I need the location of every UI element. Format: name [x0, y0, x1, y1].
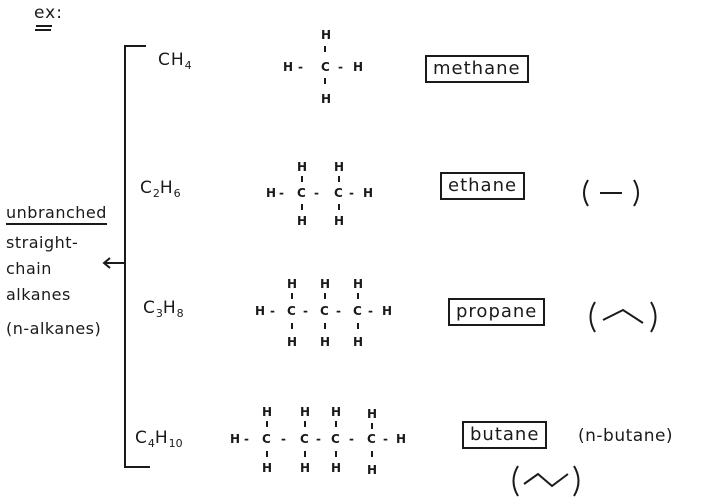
ethane-formula: C2H6 — [140, 178, 181, 200]
propane-structure: H H H H - C - C - C - H H H H — [255, 277, 393, 349]
category-unbranched: unbranched — [6, 203, 107, 225]
butane-name-box: butane — [462, 421, 548, 449]
butane-skeletal-icon — [512, 465, 580, 497]
butane-formula: C4H10 — [135, 428, 183, 450]
group-bracket-top — [124, 45, 146, 47]
propane-skeletal-icon — [589, 301, 657, 333]
methane-name-box: methane — [425, 55, 529, 83]
category-line: straight- — [6, 233, 79, 252]
category-line: chain — [6, 259, 52, 278]
group-bracket — [124, 45, 126, 468]
category-line: (n-alkanes) — [6, 319, 102, 338]
ethane-skeletal-icon — [583, 179, 639, 207]
example-underline — [35, 29, 51, 31]
example-underline — [36, 25, 52, 27]
category-line: alkanes — [6, 285, 71, 304]
example-label: ex: — [34, 3, 63, 23]
ethane-structure: H H H - C - C - H H H — [266, 160, 374, 228]
category-label: unbranched straight- chain alkanes (n-al… — [6, 200, 107, 342]
group-bracket-bottom — [124, 466, 150, 468]
propane-name-box: propane — [448, 298, 546, 326]
butane-alt-name: (n-butane) — [578, 426, 674, 446]
ethane-name-box: ethane — [440, 172, 526, 200]
methane-structure: H H - C - H H — [283, 28, 364, 106]
arrow-left-icon — [102, 257, 125, 269]
butane-structure: H H H H H - C - C - C - C - H H H H H — [230, 405, 407, 477]
propane-formula: C3H8 — [143, 298, 184, 320]
methane-formula: CH4 — [158, 50, 192, 72]
